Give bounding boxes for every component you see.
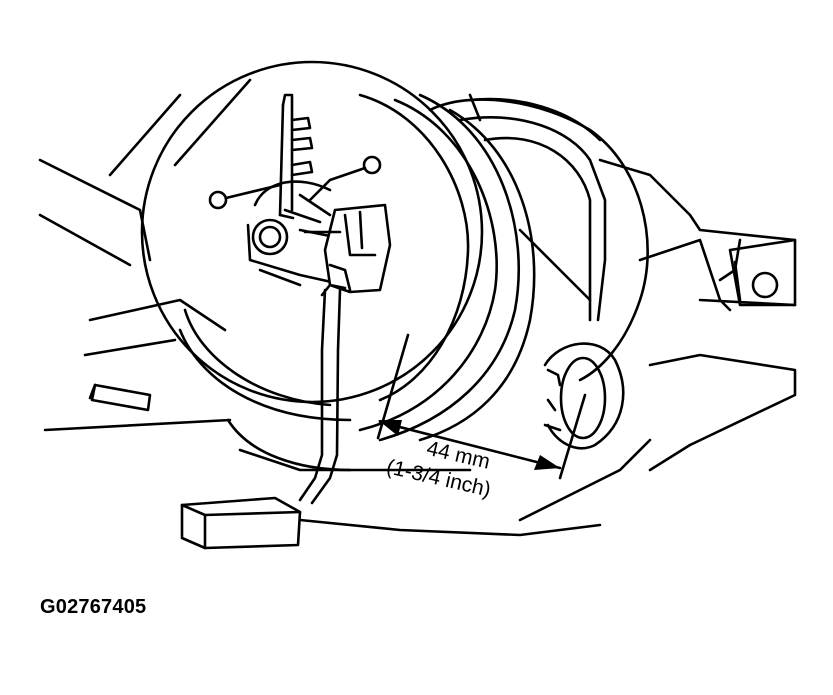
figure-id: G02767405: [40, 596, 147, 618]
dimension-arrowhead-left: [378, 420, 402, 436]
left-tab: [88, 383, 152, 412]
clock-spring-hub: [246, 180, 347, 287]
dimension-lines: [376, 333, 587, 480]
column-housing: [428, 93, 649, 382]
dimension-arrowhead-right: [534, 455, 560, 470]
wire-harness: [298, 283, 347, 505]
lock-arm: [208, 93, 382, 220]
spiral-cable-connector: [303, 203, 392, 294]
harness-connector: [180, 496, 302, 550]
clock-spring: [140, 60, 536, 472]
dimension-label: 44 mm (1-3/4 inch): [384, 437, 493, 502]
locating-pin-boss: [543, 342, 625, 450]
mounting-bracket: [728, 238, 797, 307]
